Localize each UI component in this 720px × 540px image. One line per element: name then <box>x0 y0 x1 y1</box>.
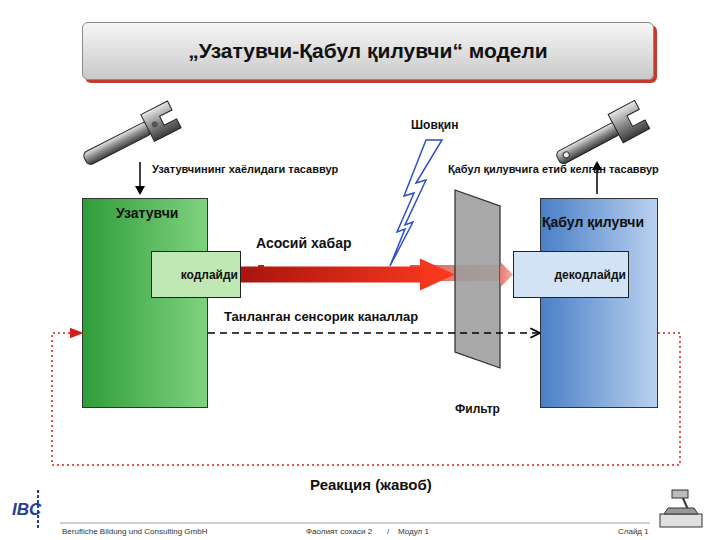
text-label: Узатувчининг хаёлидаги тасаввур <box>152 163 338 175</box>
edge-label: Танланган сенсорик каналлар <box>224 309 418 324</box>
filter-outline <box>455 190 500 368</box>
arrow-head <box>135 186 145 195</box>
filter-shape: Фильтр <box>455 190 500 368</box>
decode-box: декодлайди <box>513 251 629 298</box>
filtered-message-arrow <box>500 263 513 287</box>
receiver-box: Қабул қилувчи декодлайди <box>540 198 658 408</box>
node-text: кодлайди <box>181 268 238 282</box>
text-label: Слайд 1 <box>618 527 649 536</box>
title-box: „Узатувчи-Қабул қилувчи“ модели <box>82 22 654 80</box>
leader-arrow <box>139 162 141 188</box>
sender-box: Узатувчикодлайди <box>82 198 208 408</box>
text-label: Қабул қилувчига етиб келган тасаввур <box>448 163 710 175</box>
message-dash <box>258 265 264 281</box>
main-message-arrow <box>241 259 455 291</box>
text-label: Berufliche Bildung und Consulting GmbH <box>62 527 207 536</box>
footer-rule <box>60 523 650 524</box>
node-text: декодлайди <box>554 268 626 282</box>
wrench-icon <box>551 100 650 173</box>
projector-icon <box>660 490 702 527</box>
text-label: / <box>387 527 389 536</box>
text-label: Фаолият сохаси 2 <box>306 527 372 536</box>
node-text: Узатувчи <box>116 205 178 221</box>
wrench-icon <box>78 101 181 173</box>
text-label: Модул 1 <box>398 527 429 536</box>
text-label: IBC <box>12 500 41 520</box>
node-text: Фильтр <box>435 402 520 416</box>
noise-lightning <box>390 140 442 266</box>
feedback-arrow <box>52 333 680 465</box>
edge-label: Асосий хабар <box>256 235 352 251</box>
encode-box: кодлайди <box>151 251 241 298</box>
text-label: Шовқин <box>411 118 458 132</box>
node-text: Қабул қилувчи <box>542 214 644 230</box>
edge-label: Реакция (жавоб) <box>310 476 432 493</box>
filter-polygon <box>455 190 500 368</box>
title-text: „Узатувчи-Қабул қилувчи“ модели <box>188 39 548 63</box>
sensory-channel-arrow <box>208 332 540 334</box>
